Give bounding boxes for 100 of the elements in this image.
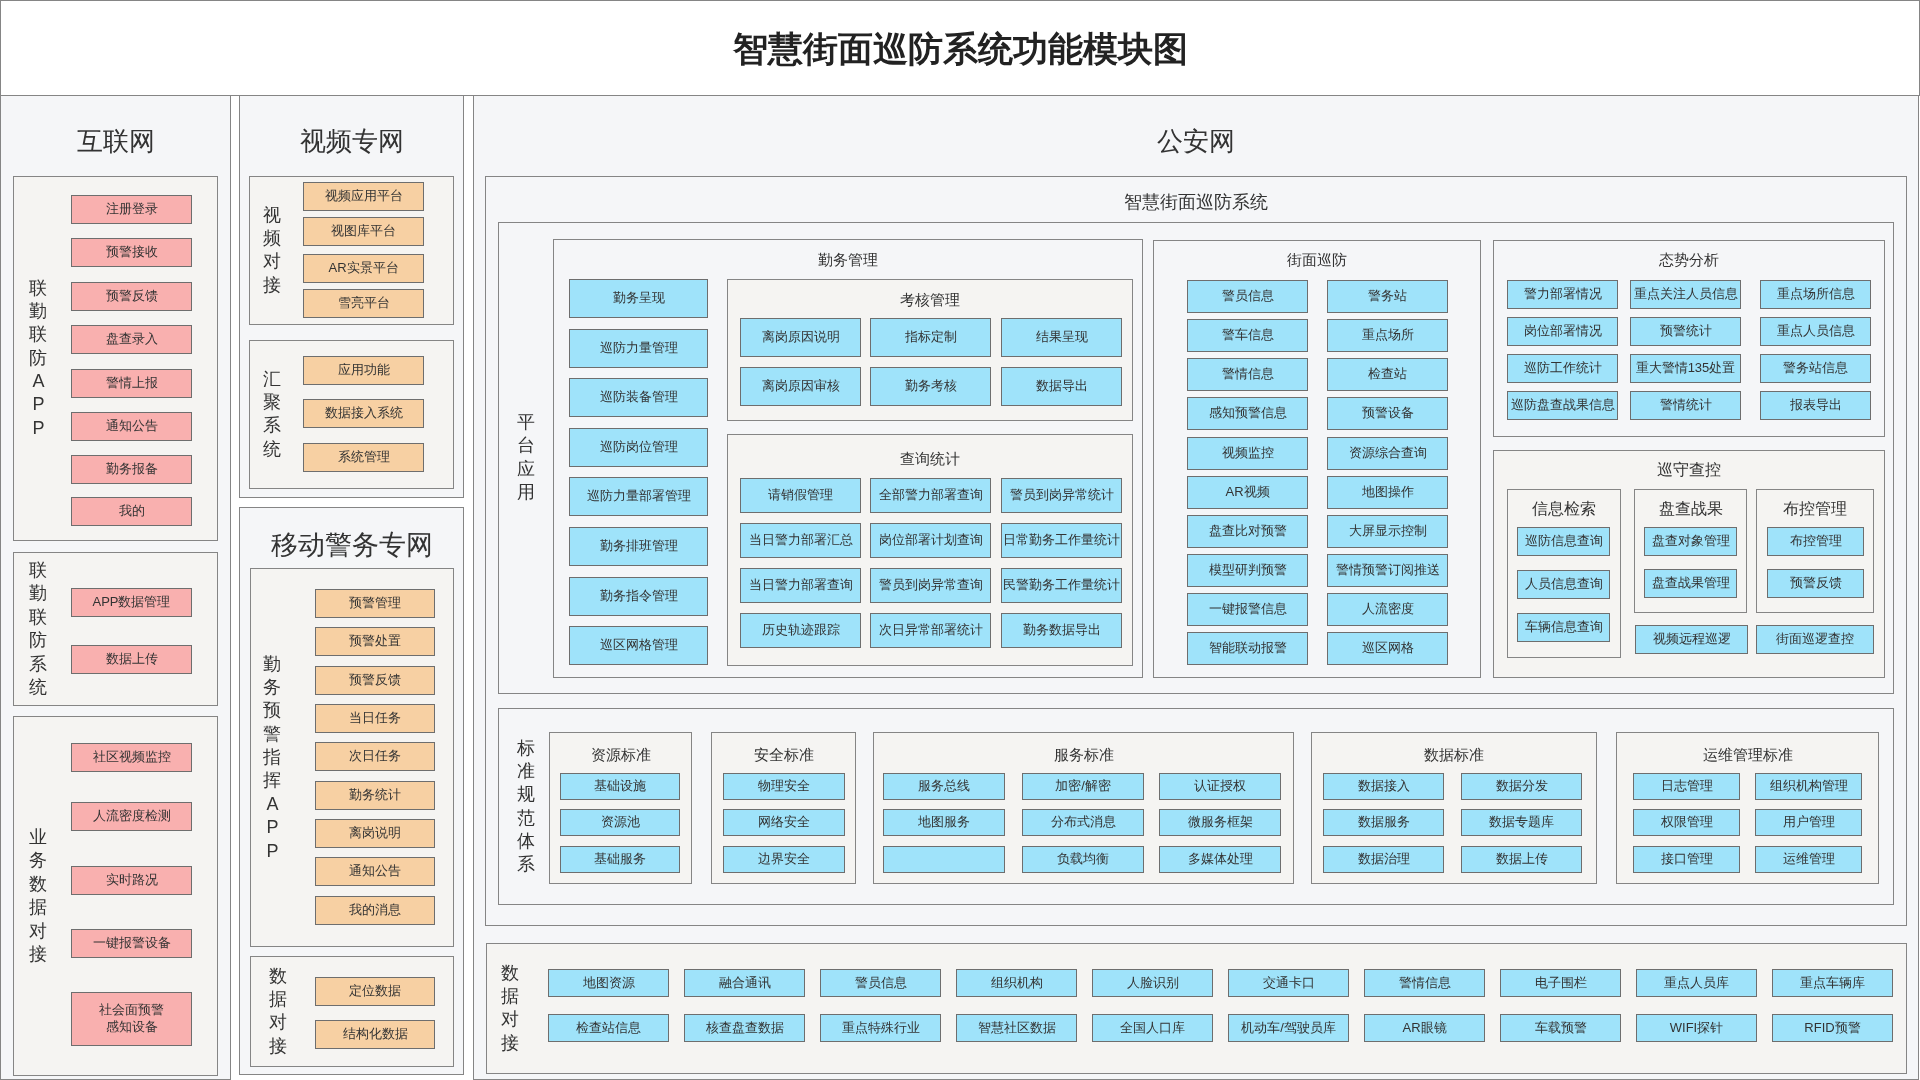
module-box: 盘查录入 [71, 325, 192, 354]
module-box: WIFI探针 [1636, 1014, 1757, 1042]
group-panel [711, 732, 856, 884]
group-panel [1311, 732, 1597, 884]
group-panel [249, 340, 454, 489]
module-box: 数据分发 [1461, 773, 1582, 800]
vertical-label: 标准规范体系 [517, 736, 536, 877]
vertical-label: 联勤联防系统 [29, 558, 48, 699]
group-panel [727, 434, 1133, 666]
module-box: 指标定制 [870, 318, 991, 357]
module-box: 预警设备 [1327, 397, 1448, 430]
module-box: AR视频 [1187, 476, 1308, 509]
module-box: 权限管理 [1633, 809, 1740, 836]
panel-title: 态势分析 [1659, 251, 1719, 269]
module-box: 民警勤务工作量统计 [1001, 568, 1122, 603]
module-box: 大屏显示控制 [1327, 515, 1448, 548]
module-box: 智能联动报警 [1187, 632, 1308, 665]
module-box: 盘查对象管理 [1644, 527, 1737, 556]
module-box: 全部警力部署查询 [870, 478, 991, 513]
module-box: 预警反馈 [315, 666, 435, 695]
module-box: 巡区网格管理 [569, 626, 708, 665]
panel-title: 查询统计 [900, 450, 960, 468]
group-panel [13, 716, 218, 1076]
module-box: 人流密度检测 [71, 802, 192, 831]
module-box: 巡防力量部署管理 [569, 477, 708, 516]
panel-title: 盘查战果 [1658, 499, 1723, 519]
module-box: 预警管理 [315, 589, 435, 618]
module-box: 离岗说明 [315, 819, 435, 848]
module-box: 次日异常部署统计 [870, 613, 991, 648]
group-panel [1493, 240, 1885, 437]
module-box: 勤务报备 [71, 455, 192, 484]
module-box: 社会面预警感知设备 [71, 992, 192, 1046]
module-box: 岗位部署情况 [1507, 317, 1618, 346]
module-box: 结果呈现 [1001, 318, 1122, 357]
module-box: 离岗原因审核 [740, 367, 861, 406]
group-panel [727, 279, 1133, 421]
module-box: 分布式消息 [1022, 809, 1144, 836]
module-box: 微服务框架 [1159, 809, 1281, 836]
vertical-label: 数据对接 [501, 961, 520, 1055]
module-box: 通知公告 [71, 412, 192, 441]
module-box: 勤务统计 [315, 781, 435, 810]
module-box: 基础服务 [560, 846, 680, 873]
module-box: 检查站信息 [548, 1014, 669, 1042]
panel-title: 街面巡防 [1287, 251, 1347, 269]
module-box: AR眼镜 [1364, 1014, 1485, 1042]
panel-title: 公安网 [1157, 126, 1235, 158]
module-box: 核查盘查数据 [684, 1014, 805, 1042]
diagram-title: 智慧街面巡防系统功能模块图 [732, 28, 1188, 70]
module-box: 警务站信息 [1760, 354, 1871, 383]
panel-title: 数据标准 [1424, 746, 1484, 764]
module-box: 警员到岗异常查询 [870, 568, 991, 603]
module-box: 我的消息 [315, 896, 435, 925]
group-panel [1153, 240, 1481, 678]
group-panel [485, 176, 1907, 926]
vertical-label: 数据对接 [269, 964, 288, 1058]
zone-panel [239, 95, 464, 498]
panel-title: 移动警务专网 [270, 529, 433, 562]
group-panel [1616, 732, 1879, 884]
module-box: 一键报警信息 [1187, 593, 1308, 626]
module-box: 数据专题库 [1461, 809, 1582, 836]
zone-panel [0, 95, 231, 1080]
module-box: 地图服务 [883, 809, 1005, 836]
module-box: APP数据管理 [71, 588, 192, 617]
panel-title: 信息检索 [1532, 499, 1596, 519]
module-box: 定位数据 [315, 977, 435, 1006]
panel-title: 安全标准 [753, 746, 814, 764]
module-box: 警务站 [1327, 280, 1448, 313]
module-box: 数据上传 [71, 645, 192, 674]
module-box: 重点场所 [1327, 319, 1448, 352]
module-box: 警力部署情况 [1507, 280, 1618, 309]
module-box: 警车信息 [1187, 319, 1308, 352]
group-panel [553, 239, 1143, 678]
module-box: 数据服务 [1323, 809, 1444, 836]
module-box: 组织机构 [956, 969, 1077, 997]
module-box: 资源池 [560, 809, 680, 836]
module-box: 模型研判预警 [1187, 554, 1308, 587]
group-panel [249, 176, 454, 325]
module-box: 预警反馈 [1767, 569, 1864, 598]
panel-title: 勤务管理 [818, 251, 878, 269]
module-box: 当日警力部署汇总 [740, 523, 861, 558]
module-box: 重点关注人员信息 [1630, 280, 1741, 309]
module-box: 车载预警 [1500, 1014, 1621, 1042]
module-box: 巡防盘查战果信息 [1507, 391, 1618, 420]
module-box: 巡防装备管理 [569, 378, 708, 417]
module-box: 勤务呈现 [569, 279, 708, 318]
module-box: 警员到岗异常统计 [1001, 478, 1122, 513]
module-box: 警情信息 [1187, 358, 1308, 391]
module-box: 视频远程巡逻 [1635, 625, 1748, 654]
module-box: 数据导出 [1001, 367, 1122, 406]
group-panel [1507, 489, 1621, 658]
module-box: 我的 [71, 497, 192, 526]
module-box: 巡防工作统计 [1507, 354, 1618, 383]
module-box: 预警反馈 [71, 282, 192, 311]
module-box: 机动车/驾驶员库 [1228, 1014, 1349, 1042]
module-box: 警情预警订阅推送 [1327, 554, 1448, 587]
module-box: 用户管理 [1755, 809, 1862, 836]
module-box: 日志管理 [1633, 773, 1740, 800]
vertical-label: 平台应用 [517, 411, 536, 505]
module-box: 盘查比对预警 [1187, 515, 1308, 548]
group-panel [498, 708, 1894, 905]
